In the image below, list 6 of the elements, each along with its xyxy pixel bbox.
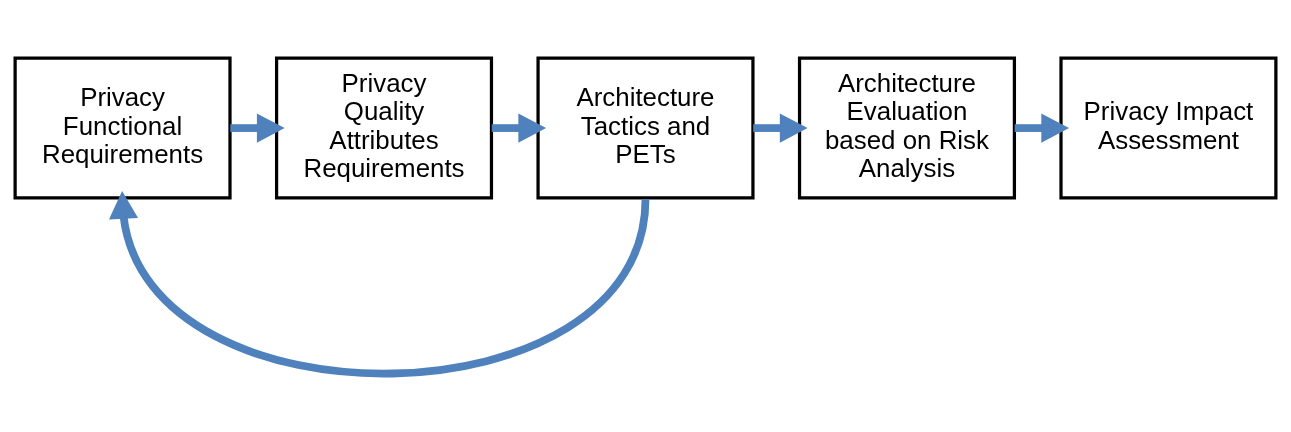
node-box: Privacy Quality Attributes Requirements (274, 56, 494, 200)
node-box: Architecture Evaluation based on Risk Analysis (797, 56, 1017, 200)
node-box: Privacy Functional Requirements (13, 56, 232, 200)
node-box: Privacy Impact Assessment (1059, 56, 1278, 200)
node-box: Architecture Tactics and PETs (536, 56, 755, 200)
arrow (109, 190, 650, 378)
